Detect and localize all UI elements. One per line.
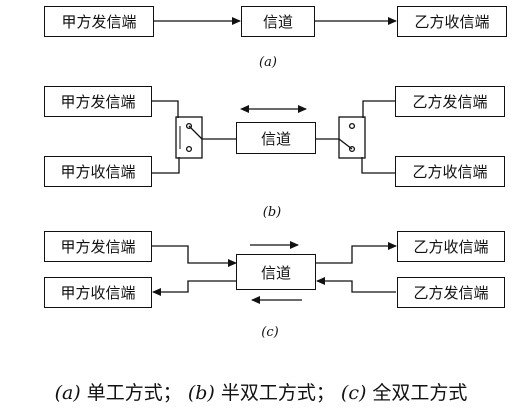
c-channel-box: 信道 — [236, 254, 316, 290]
c-receiver-a-box: 甲方收信端 — [44, 277, 152, 308]
b-sender-a-box: 甲方发信端 — [44, 86, 152, 117]
a-channel-label: 信道 — [262, 13, 293, 31]
c-receiver-b-label: 乙方收信端 — [413, 238, 489, 256]
wire-sender-a-to-switch — [152, 100, 179, 118]
caption-b-text: 半双工方式； — [214, 382, 335, 404]
b-sender-a-label: 甲方发信端 — [60, 93, 136, 111]
c-receiver-a-label: 甲方收信端 — [60, 284, 136, 302]
right-switch-contact-top — [348, 122, 356, 130]
c-sender-b-label: 乙方发信端 — [413, 284, 489, 302]
a-receiver-b-label: 乙方收信端 — [414, 13, 490, 31]
caption-b-mark: (b) — [187, 382, 215, 404]
b-sender-b-box: 乙方发信端 — [395, 86, 505, 117]
left-switch-box — [175, 116, 203, 159]
a-sublabel: (a) — [259, 55, 277, 70]
a-channel-box: 信道 — [241, 6, 315, 37]
b-channel-box: 信道 — [236, 122, 316, 154]
wire-switch-to-receiver-b — [361, 157, 395, 174]
left-switch-contact-bottom — [185, 145, 193, 153]
wire-switch-to-sender-b — [362, 100, 395, 118]
b-sublabel: (b) — [262, 205, 282, 220]
c-sender-b-box: 乙方发信端 — [397, 277, 505, 308]
b-receiver-b-label: 乙方收信端 — [412, 163, 488, 181]
link-c-sender-a-to-channel — [152, 245, 237, 267]
c-receiver-b-box: 乙方收信端 — [397, 231, 505, 262]
figure-caption: (a) 单工方式； (b) 半双工方式； (c) 全双工方式 — [0, 378, 522, 405]
link-c-channel-to-receiver-a — [152, 280, 236, 296]
b-receiver-a-label: 甲方收信端 — [60, 163, 136, 181]
c-sender-a-box: 甲方发信端 — [44, 231, 152, 262]
a-sender-a-label: 甲方发信端 — [61, 13, 137, 31]
b-channel-label: 信道 — [260, 129, 291, 148]
b-receiver-b-box: 乙方收信端 — [395, 156, 505, 187]
link-c-channel-to-receiver-b — [316, 242, 397, 264]
link-c-sender-b-to-channel — [316, 277, 396, 293]
right-switch-box — [338, 116, 366, 159]
wire-switch-to-receiver-a — [152, 157, 180, 174]
left-switch-lever — [188, 125, 203, 140]
c-sublabel: (c) — [261, 325, 279, 340]
a-receiver-b-box: 乙方收信端 — [397, 6, 507, 37]
caption-a-text: 单工方式； — [80, 382, 182, 404]
c-channel-label: 信道 — [260, 263, 291, 282]
c-sender-a-label: 甲方发信端 — [60, 238, 136, 256]
b-sender-b-label: 乙方发信端 — [412, 93, 488, 111]
a-sender-a-box: 甲方发信端 — [44, 6, 154, 37]
right-switch-lever — [338, 138, 353, 150]
b-receiver-a-box: 甲方收信端 — [44, 156, 152, 187]
caption-c-text: 全双工方式 — [366, 382, 468, 404]
caption-a-mark: (a) — [54, 382, 81, 404]
caption-c-mark: (c) — [340, 382, 367, 404]
